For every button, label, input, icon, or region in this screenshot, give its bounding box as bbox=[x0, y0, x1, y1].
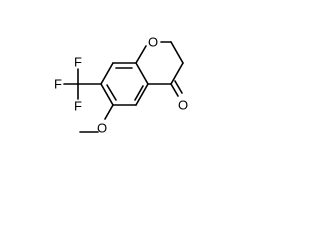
bond-c2-c3 bbox=[170, 41, 184, 64]
trifluoromethyl-group bbox=[63, 68, 102, 100]
chemical-structure: O O O F F F bbox=[54, 35, 188, 136]
bond-c8a-o1 bbox=[135, 45, 147, 64]
bond-c6-o-methoxy bbox=[104, 104, 114, 120]
methoxy-group bbox=[79, 104, 114, 133]
double-bond-c4-o-carbonyl bbox=[174, 80, 183, 94]
bond-c3-c4 bbox=[170, 62, 184, 85]
double-bond-c5-c4a bbox=[134, 85, 144, 101]
fluorine-2-label: F bbox=[54, 77, 62, 92]
structure-canvas: O O O F F F bbox=[0, 0, 235, 155]
fluorine-1-label: F bbox=[74, 55, 82, 70]
carbonyl-oxygen-label: O bbox=[178, 98, 188, 113]
fluorine-3-label: F bbox=[74, 99, 82, 114]
bond-c7-c6 bbox=[100, 83, 114, 106]
bond-c4a-c8a bbox=[135, 62, 149, 85]
bond-c8-c7 bbox=[100, 62, 114, 85]
bond-c5-c4a bbox=[135, 83, 149, 106]
methoxy-oxygen-label: O bbox=[97, 121, 107, 136]
double-bond-c7-c6 bbox=[106, 84, 117, 101]
pyranone-ring bbox=[135, 41, 184, 97]
benzene-ring bbox=[100, 62, 149, 106]
ring-oxygen-label: O bbox=[148, 35, 158, 50]
bond-c4-o-carbonyl bbox=[170, 83, 179, 97]
